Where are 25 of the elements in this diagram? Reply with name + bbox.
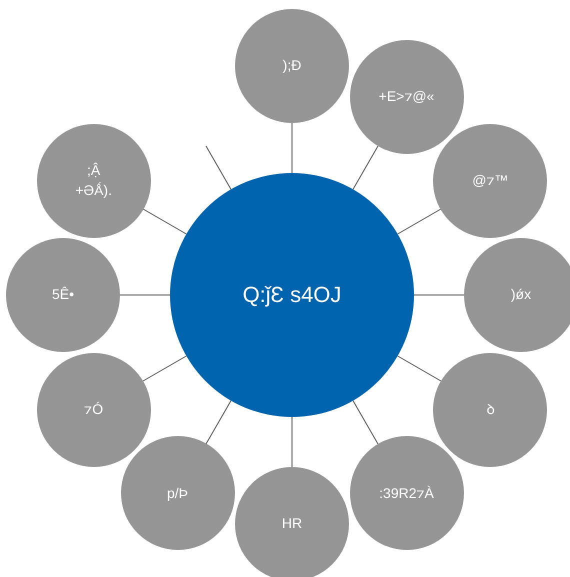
circle-label: ;Ậ xyxy=(87,160,100,180)
circle-label: ⁊Ó xyxy=(84,400,104,419)
connector-line xyxy=(206,146,232,190)
connector-line xyxy=(352,400,378,444)
connector-line xyxy=(142,356,187,382)
connector-line xyxy=(142,208,187,234)
connector-line xyxy=(397,356,442,382)
circle-label: +E>⁊@« xyxy=(378,86,434,106)
circle-label: p/Þ xyxy=(166,484,188,503)
topic-circle xyxy=(464,238,570,352)
circle-label: HR xyxy=(282,514,302,534)
circle-label: @⁊™ xyxy=(472,170,508,190)
circle-label: :39R2⁊À xyxy=(379,484,434,503)
connector-line xyxy=(206,400,232,444)
circle-label: ꝺ xyxy=(486,400,494,419)
connector-line xyxy=(414,294,464,296)
circle-label: 5Ê• xyxy=(52,285,74,304)
circle-label: )ǿx xyxy=(510,285,532,304)
circle-label: +ƏǺ). xyxy=(75,180,112,200)
connector-line xyxy=(352,146,378,190)
circle-label: );Đ xyxy=(282,56,302,76)
connector-line xyxy=(397,208,442,234)
connector-line xyxy=(120,294,170,296)
circle-label: Q:ǰƐ s4OJ xyxy=(242,280,342,309)
topic-circle xyxy=(235,467,349,577)
